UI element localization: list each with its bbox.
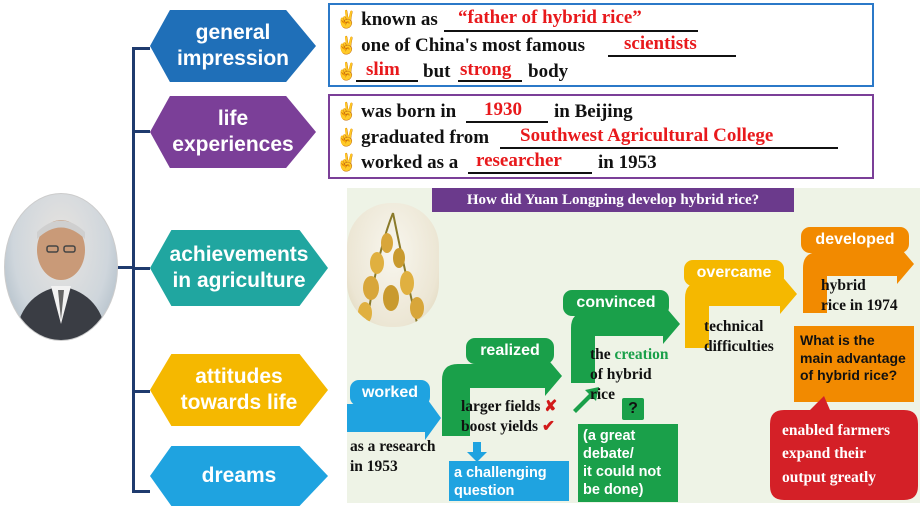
hand-icon: ✌ — [336, 102, 358, 121]
general-line-3-end: body — [528, 61, 569, 82]
bracket-branch-general — [132, 47, 150, 50]
answer-researcher: researcher — [476, 150, 562, 171]
general-line-3-mid: but — [423, 61, 451, 82]
arrow-developed — [803, 244, 914, 313]
category-general-impression[interactable]: general impression — [150, 10, 316, 82]
category-label-line2: experiences — [172, 133, 294, 156]
check-icon: ✔ — [541, 418, 555, 436]
category-label-line1: general — [195, 20, 271, 44]
label-developed: developed — [801, 227, 909, 253]
panel-title: How did Yuan Longping develop hybrid ric… — [432, 188, 794, 212]
flow-arrows — [347, 244, 914, 462]
answer-southwest-agricultural-college: Southwest Agricultural College — [520, 125, 774, 146]
label-realized: realized — [466, 338, 554, 364]
arrow-diagonal — [573, 387, 599, 413]
realized-text: larger fields ✘boost yields ✔ — [461, 398, 558, 436]
category-label-line1: attitudes — [195, 364, 283, 388]
bracket-branch-achievements — [132, 267, 150, 270]
life-line-3-end: in 1953 — [598, 152, 657, 173]
general-line-2: ✌one of China's most famous — [336, 35, 585, 56]
category-dreams[interactable]: dreams — [150, 446, 328, 506]
portrait-connector — [110, 266, 134, 269]
label-overcame: overcame — [684, 260, 784, 286]
blank-underline — [444, 30, 698, 32]
answer-callout-shape — [770, 396, 918, 500]
question-mark-badge: ? — [622, 398, 644, 420]
answer-strong: strong — [460, 59, 512, 80]
general-impression-box — [328, 3, 874, 87]
cross-icon: ✘ — [544, 398, 558, 415]
life-line-2: ✌graduated from — [336, 127, 490, 148]
answer-scientists: scientists — [624, 33, 697, 54]
arrow-realized — [442, 356, 562, 436]
category-attitudes[interactable]: attitudes towards life — [150, 354, 328, 426]
arrow-overcame — [685, 274, 797, 348]
rice-image — [347, 203, 439, 327]
bracket-branch-life — [132, 130, 150, 133]
answer-1930: 1930 — [484, 99, 522, 120]
blank-underline — [468, 172, 592, 174]
general-line-1: ✌known as — [336, 9, 438, 30]
blank-underline — [356, 80, 418, 82]
category-label: dreams — [201, 463, 277, 487]
label-convinced: convinced — [563, 290, 669, 316]
category-label-line1: achievements — [169, 242, 309, 266]
bracket-branch-dreams — [132, 490, 150, 493]
answer-slim: slim — [366, 59, 400, 80]
hand-icon: ✌ — [336, 36, 358, 55]
life-line-3: ✌worked as a — [336, 152, 459, 173]
category-label-line2: impression — [176, 47, 290, 70]
arrow-convinced — [571, 304, 680, 383]
category-label-line2: towards life — [180, 391, 298, 414]
category-achievements[interactable]: achievements in agriculture — [150, 230, 328, 306]
hand-icon: ✌ — [336, 10, 358, 29]
category-life-experiences[interactable]: life experiences — [150, 96, 316, 168]
life-experiences-box — [328, 94, 874, 179]
blank-underline — [466, 121, 548, 123]
arrow-worked — [347, 396, 441, 440]
label-worked: worked — [350, 380, 430, 406]
hand-icon: ✌ — [336, 128, 358, 147]
hand-icon: ✌ — [336, 153, 358, 172]
bracket-branch-attitudes — [132, 390, 150, 393]
life-line-1-end: in Beijing — [554, 101, 633, 122]
blank-underline — [500, 147, 838, 149]
blank-underline — [608, 55, 736, 57]
arrow-down-challenge — [467, 442, 487, 462]
answer-father-of-hybrid-rice: “father of hybrid rice” — [458, 7, 642, 28]
category-label-line2: in agriculture — [172, 269, 306, 292]
hand-icon: ✌ — [336, 62, 358, 81]
general-line-3: ✌ — [336, 61, 361, 83]
portrait-photo — [4, 193, 118, 341]
category-label-line1: life — [217, 106, 249, 130]
blank-underline — [458, 80, 522, 82]
life-line-1: ✌was born in — [336, 101, 457, 122]
